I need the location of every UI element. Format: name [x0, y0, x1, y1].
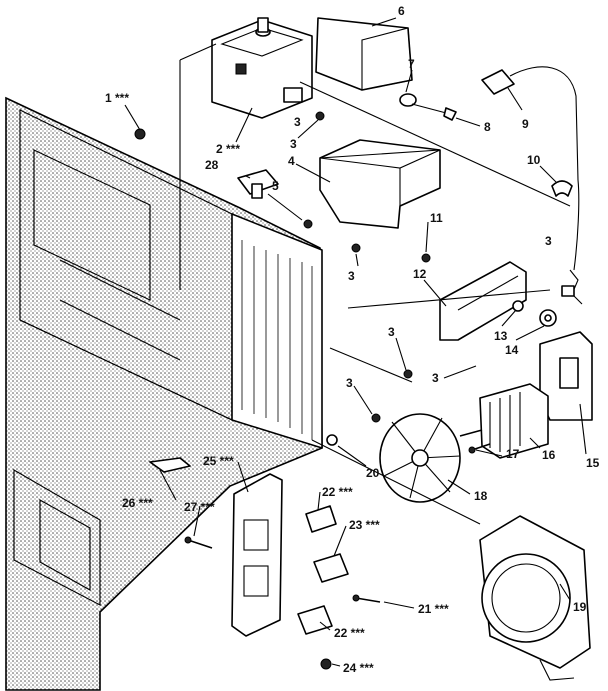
callout-13: 13	[494, 329, 508, 343]
callout-14: 14	[505, 343, 519, 357]
screw-3-mid	[403, 369, 413, 379]
screw-24	[320, 658, 332, 670]
callout-5: 5	[272, 179, 279, 193]
screw-20	[326, 434, 338, 446]
callout-3-a: 3	[290, 137, 297, 151]
air-guide-duct	[319, 139, 441, 229]
callout-8: 8	[484, 120, 491, 134]
callout-7: 7	[408, 57, 415, 71]
callout-10: 10	[527, 153, 541, 167]
callout-3-d: 3	[432, 371, 439, 385]
control-side-panel	[231, 213, 323, 449]
callout-20: 20	[366, 466, 380, 480]
screw-21	[352, 594, 381, 603]
bracket-28	[237, 169, 279, 199]
fan-housing	[479, 515, 591, 681]
latch-lever	[149, 457, 191, 473]
callout-19: 19	[573, 600, 587, 614]
washer-14	[539, 309, 557, 327]
callout-11: 11	[430, 211, 443, 225]
callout-15: 15	[586, 456, 600, 470]
callout-21: 21 ***	[418, 602, 449, 616]
callout-3-b: 3	[348, 269, 355, 283]
callout-3-e: 3	[346, 376, 353, 390]
switch-23	[313, 553, 349, 583]
cord-clamp	[551, 180, 573, 197]
callout-4: 4	[288, 154, 295, 168]
callout-27: 27 ***	[184, 500, 215, 514]
callout-1: 1 ***	[105, 91, 130, 105]
thermal-cutout	[399, 93, 457, 121]
screw-1	[134, 128, 146, 140]
switch-mount	[231, 473, 283, 637]
motor-bracket	[539, 331, 593, 421]
screw-3-lower	[371, 413, 381, 423]
screw-27	[184, 536, 213, 549]
fan-blade	[379, 413, 461, 503]
callout-24: 24 ***	[343, 661, 374, 675]
callout-22-b: 22 ***	[334, 626, 365, 640]
screw-3-top	[315, 111, 325, 121]
callout-9: 9	[522, 117, 529, 131]
screw-3-right	[351, 243, 361, 253]
screw-11	[421, 253, 431, 263]
callout-3-g: 3	[294, 115, 301, 129]
switch-22-top	[305, 505, 337, 533]
power-cord	[481, 66, 583, 305]
callout-3-f: 3	[545, 234, 552, 248]
leader-lines	[124, 17, 587, 667]
callout-18: 18	[474, 489, 488, 503]
switch-22-bottom	[297, 605, 333, 635]
washer-13	[512, 300, 524, 312]
callout-26: 26 ***	[122, 496, 153, 510]
callout-25: 25 ***	[203, 454, 234, 468]
callout-23: 23 ***	[349, 518, 380, 532]
screw-5	[303, 219, 313, 229]
callout-3-c: 3	[388, 325, 395, 339]
callout-2: 2 ***	[216, 142, 241, 156]
callout-17: 17	[506, 447, 520, 461]
callout-12: 12	[413, 267, 427, 281]
bracket-12	[439, 261, 527, 341]
callout-6: 6	[398, 4, 405, 18]
callout-16: 16	[542, 448, 556, 462]
waveguide-cover	[315, 17, 413, 91]
screw-17	[468, 443, 491, 454]
magnetron	[211, 17, 313, 119]
callout-28: 28	[205, 158, 219, 172]
callout-22-a: 22 ***	[322, 485, 353, 499]
